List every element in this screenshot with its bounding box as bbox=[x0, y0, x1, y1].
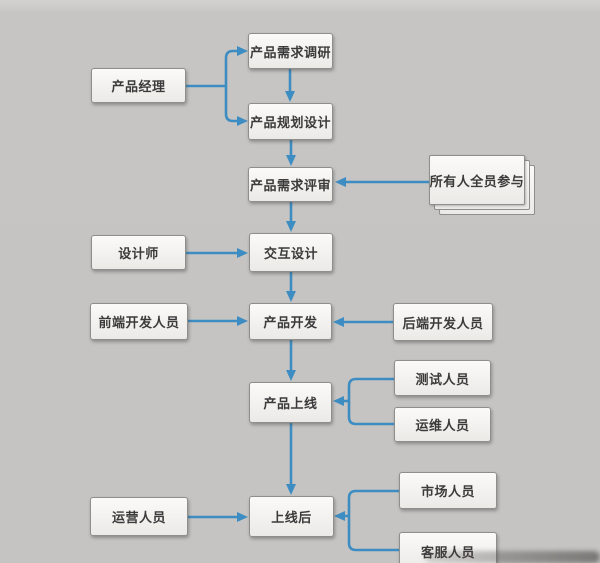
node-label: 产品规划设计 bbox=[249, 115, 331, 130]
paper-sheet-front: 所有人全员参与 bbox=[429, 155, 525, 205]
node-label: 上线后 bbox=[271, 510, 312, 525]
node-label: 设计师 bbox=[118, 246, 159, 261]
node-product-dev: 产品开发 bbox=[249, 303, 332, 340]
node-label: 交互设计 bbox=[263, 246, 318, 261]
node-product-manager: 产品经理 bbox=[91, 68, 186, 103]
node-label: 运营人员 bbox=[111, 510, 166, 525]
bracket-marketing-cs bbox=[347, 489, 399, 552]
node-requirement-research: 产品需求调研 bbox=[248, 33, 333, 69]
node-requirement-review: 产品需求评审 bbox=[248, 167, 333, 202]
node-frontend-dev: 前端开发人员 bbox=[90, 303, 188, 340]
arrow-pm-to-planning bbox=[224, 86, 248, 126]
node-label: 测试人员 bbox=[415, 371, 470, 387]
node-all-members: 所有人全员参与 bbox=[429, 155, 535, 215]
node-operation-staff: 运营人员 bbox=[90, 497, 188, 536]
node-ops-staff: 运维人员 bbox=[394, 407, 491, 442]
watermark-smudge bbox=[425, 551, 600, 563]
node-label: 市场人员 bbox=[420, 484, 475, 499]
node-planning-design: 产品规划设计 bbox=[248, 103, 333, 140]
node-label: 运维人员 bbox=[415, 418, 470, 433]
node-product-launch: 产品上线 bbox=[249, 382, 332, 423]
node-label: 所有人全员参与 bbox=[429, 173, 525, 189]
node-label: 产品开发 bbox=[263, 315, 318, 330]
node-designer: 设计师 bbox=[91, 235, 186, 270]
node-backend-dev: 后端开发人员 bbox=[393, 303, 493, 341]
node-tester: 测试人员 bbox=[394, 360, 491, 396]
arrow-pm-to-research bbox=[224, 46, 248, 86]
node-interaction-design: 交互设计 bbox=[249, 233, 333, 272]
node-label: 产品需求评审 bbox=[249, 178, 331, 193]
node-label: 产品需求调研 bbox=[249, 44, 331, 60]
node-label: 后端开发人员 bbox=[402, 315, 484, 331]
node-label: 产品经理 bbox=[111, 79, 166, 94]
node-after-launch: 上线后 bbox=[249, 496, 334, 537]
node-label: 产品上线 bbox=[263, 396, 318, 411]
bracket-tester-ops bbox=[347, 377, 394, 426]
node-marketing: 市场人员 bbox=[399, 472, 497, 509]
node-label: 前端开发人员 bbox=[98, 315, 180, 330]
